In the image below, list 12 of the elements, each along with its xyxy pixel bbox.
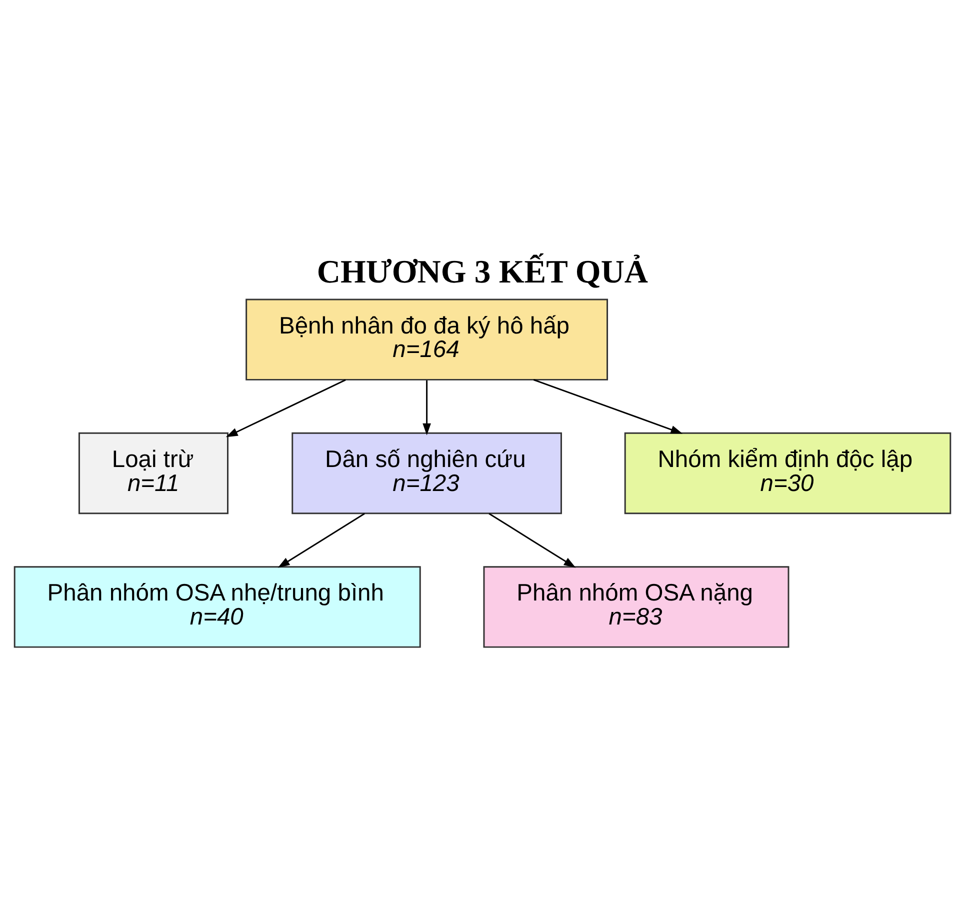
arrow [422, 380, 431, 435]
node-box: Phân nhóm OSA nhẹ/trung bình n=40 [14, 566, 421, 648]
node-box: Phân nhóm OSA nặng n=83 [483, 566, 790, 648]
arrow [278, 512, 365, 568]
arrow [488, 512, 576, 568]
node-box: Nhóm kiểm định độc lập n=30 [624, 432, 952, 514]
arrow [533, 378, 683, 434]
node-box: Loại trừ n=11 [78, 432, 228, 514]
node-box: Bệnh nhân đo đa ký hô hấp n=164 [246, 298, 608, 380]
node-box: Dân số nghiên cứu n=123 [292, 432, 562, 514]
diagram-title: CHƯƠNG 3 KẾT QUẢ [316, 254, 648, 290]
arrow [226, 378, 346, 437]
